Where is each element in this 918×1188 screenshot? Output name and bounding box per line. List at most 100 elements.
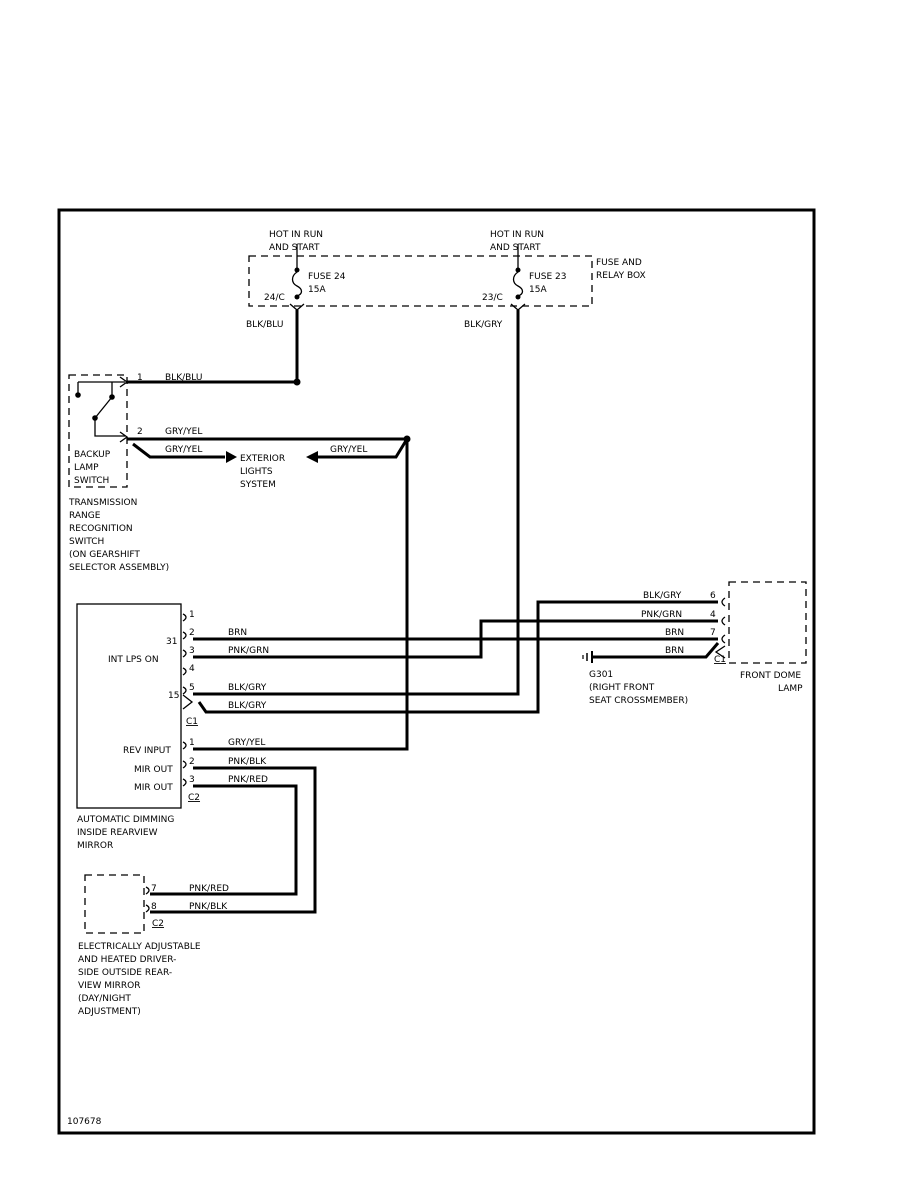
outside-pin-8: 8 xyxy=(151,902,157,912)
wire-label-blk-gry-fuse: BLK/GRY xyxy=(464,320,503,330)
fuse-24-rating: 15A xyxy=(308,285,326,295)
ground-desc-1: (RIGHT FRONT xyxy=(589,683,655,693)
fuse-23-rating: 15A xyxy=(529,285,547,295)
dome-wire-brn: BRN xyxy=(665,628,684,638)
dome-pin-4: 4 xyxy=(710,610,716,620)
fuse-relay-box: HOT IN RUN AND START HOT IN RUN AND STAR… xyxy=(248,230,646,311)
dome-wire-pnk-grn: PNK/GRN xyxy=(641,610,682,620)
c2-pin-1: 1 xyxy=(189,738,195,748)
outside-mirror-outline xyxy=(84,874,145,934)
outside-desc-4: VIEW MIRROR xyxy=(78,981,141,991)
backup-lamp-switch: 1 BLK/BLU 2 GRY/YEL BACKUP LAMP SWITCH T… xyxy=(68,373,202,573)
outside-desc-2: AND HEATED DRIVER- xyxy=(78,955,176,965)
c1-wire-blk-gry-1: BLK/GRY xyxy=(228,683,267,693)
c1-pin-3: 3 xyxy=(189,646,195,656)
front-dome-lamp: 6 4 7 BLK/GRY PNK/GRN BRN BRN C1 FRONT D… xyxy=(641,581,807,694)
hot-label-left-1: HOT IN RUN xyxy=(269,230,323,240)
outside-mirror: 7 8 PNK/RED PNK/BLK C2 ELECTRICALLY ADJU… xyxy=(78,874,229,1017)
c1-pin-4: 4 xyxy=(189,664,195,674)
fuse-23: FUSE 23 15A 23/C xyxy=(482,256,566,311)
outside-connector-label: C2 xyxy=(152,919,164,929)
mirror-desc-3: MIRROR xyxy=(77,841,113,851)
wire-brn-ground xyxy=(592,642,720,659)
switch-desc-4: SWITCH xyxy=(69,537,104,547)
arrow-exterior-left xyxy=(226,451,237,463)
exterior-wire-right: GRY/YEL xyxy=(330,445,367,455)
fuse-24-label: FUSE 24 xyxy=(308,272,346,282)
mirror-desc-2: INSIDE REARVIEW xyxy=(77,828,158,838)
outside-desc-1: ELECTRICALLY ADJUSTABLE xyxy=(78,942,201,952)
fuse-24-symbol xyxy=(291,271,303,297)
wire-pnk-grn xyxy=(193,619,718,659)
ground-id: G301 xyxy=(589,670,613,680)
hot-label-left-2: AND START xyxy=(269,243,320,253)
c2-connector-label: C2 xyxy=(188,793,200,803)
c2-pin1-name: REV INPUT xyxy=(123,746,171,756)
switch-label-2: LAMP xyxy=(74,463,99,473)
fuse-23-pin: 23/C xyxy=(482,293,503,303)
exterior-wire-left: GRY/YEL xyxy=(165,445,202,455)
c1-pin-1: 1 xyxy=(189,610,195,620)
dome-label-1: FRONT DOME xyxy=(740,671,801,681)
wire-blk-gry-dome xyxy=(197,600,718,714)
switch-label-3: SWITCH xyxy=(74,476,109,486)
switch-desc-1: TRANSMISSION xyxy=(68,498,137,508)
wire-label-blk-blu-fuse: BLK/BLU xyxy=(246,320,283,330)
switch-desc-3: RECOGNITION xyxy=(69,524,133,534)
hot-label-right-2: AND START xyxy=(490,243,541,253)
switch-pin1-wire: BLK/BLU xyxy=(165,373,202,383)
fuse-box-label-2: RELAY BOX xyxy=(596,271,646,281)
switch-desc-5: (ON GEARSHIFT xyxy=(69,550,140,560)
dome-wire-blk-gry: BLK/GRY xyxy=(643,591,682,601)
switch-pin2-wire: GRY/YEL xyxy=(165,427,202,437)
wire-pnk-red xyxy=(150,784,298,896)
dome-wire-brn-ground: BRN xyxy=(665,646,684,656)
outside-desc-3: SIDE OUTSIDE REAR- xyxy=(78,968,172,978)
switch-label-1: BACKUP xyxy=(74,450,111,460)
exterior-label-3: SYSTEM xyxy=(240,480,276,490)
outside-wire-pnk-blk: PNK/BLK xyxy=(189,902,228,912)
auto-dimming-mirror: 1 2 3 4 5 31 INT LPS ON 15 BRN PNK/GRN B… xyxy=(76,603,269,851)
c1-pin-2: 2 xyxy=(189,628,195,638)
c2-wire-gry-yel: GRY/YEL xyxy=(228,738,265,748)
dome-connector-label: C1 xyxy=(714,655,726,665)
fuse-box-outline xyxy=(248,255,593,307)
c1-pin-5: 5 xyxy=(189,683,195,693)
c1-wire-blk-gry-2: BLK/GRY xyxy=(228,701,267,711)
mirror-desc-1: AUTOMATIC DIMMING xyxy=(77,815,174,825)
switch-desc-2: RANGE xyxy=(69,511,101,521)
outside-desc-6: ADJUSTMENT) xyxy=(78,1007,141,1017)
diagram-frame xyxy=(57,208,816,1135)
switch-blade xyxy=(94,396,113,419)
outside-pin-7: 7 xyxy=(151,884,157,894)
hot-label-right-1: HOT IN RUN xyxy=(490,230,544,240)
c1-pin3-name: INT LPS ON xyxy=(108,655,159,665)
outside-wire-pnk-red: PNK/RED xyxy=(189,884,229,894)
mirror-c2-terminals xyxy=(182,741,187,787)
fuse-23-symbol xyxy=(512,271,524,297)
c2-pin3-name: MIR OUT xyxy=(134,783,173,793)
switch-pin1: 1 xyxy=(137,373,143,383)
backup-switch-outline xyxy=(68,374,128,488)
exterior-label-1: EXTERIOR xyxy=(240,454,285,464)
exterior-lights: GRY/YEL GRY/YEL EXTERIOR LIGHTS SYSTEM xyxy=(165,445,367,490)
arrow-exterior-right xyxy=(306,451,318,463)
wire-gry-yel-exterior-left xyxy=(132,442,225,459)
c2-pin-2: 2 xyxy=(189,757,195,767)
c1-pin2-name: 31 xyxy=(166,637,177,647)
wire-pnk-blk xyxy=(150,766,317,914)
fuse-23-terminal xyxy=(510,303,526,311)
fuse-box-label-1: FUSE AND xyxy=(596,258,642,268)
fuse-24: FUSE 24 15A 24/C xyxy=(264,256,346,311)
dome-label-2: LAMP xyxy=(778,684,803,694)
mirror-c1-terminals xyxy=(182,613,194,710)
switch-pin2: 2 xyxy=(137,427,143,437)
outside-desc-5: (DAY/NIGHT xyxy=(78,994,131,1004)
fuse-24-pin: 24/C xyxy=(264,293,285,303)
c2-wire-pnk-blk: PNK/BLK xyxy=(228,757,267,767)
switch-desc-6: SELECTOR ASSEMBLY) xyxy=(69,563,169,573)
fuse-23-label: FUSE 23 xyxy=(529,272,566,282)
dome-pin-6: 6 xyxy=(710,591,716,601)
dome-lamp-outline xyxy=(728,581,807,664)
